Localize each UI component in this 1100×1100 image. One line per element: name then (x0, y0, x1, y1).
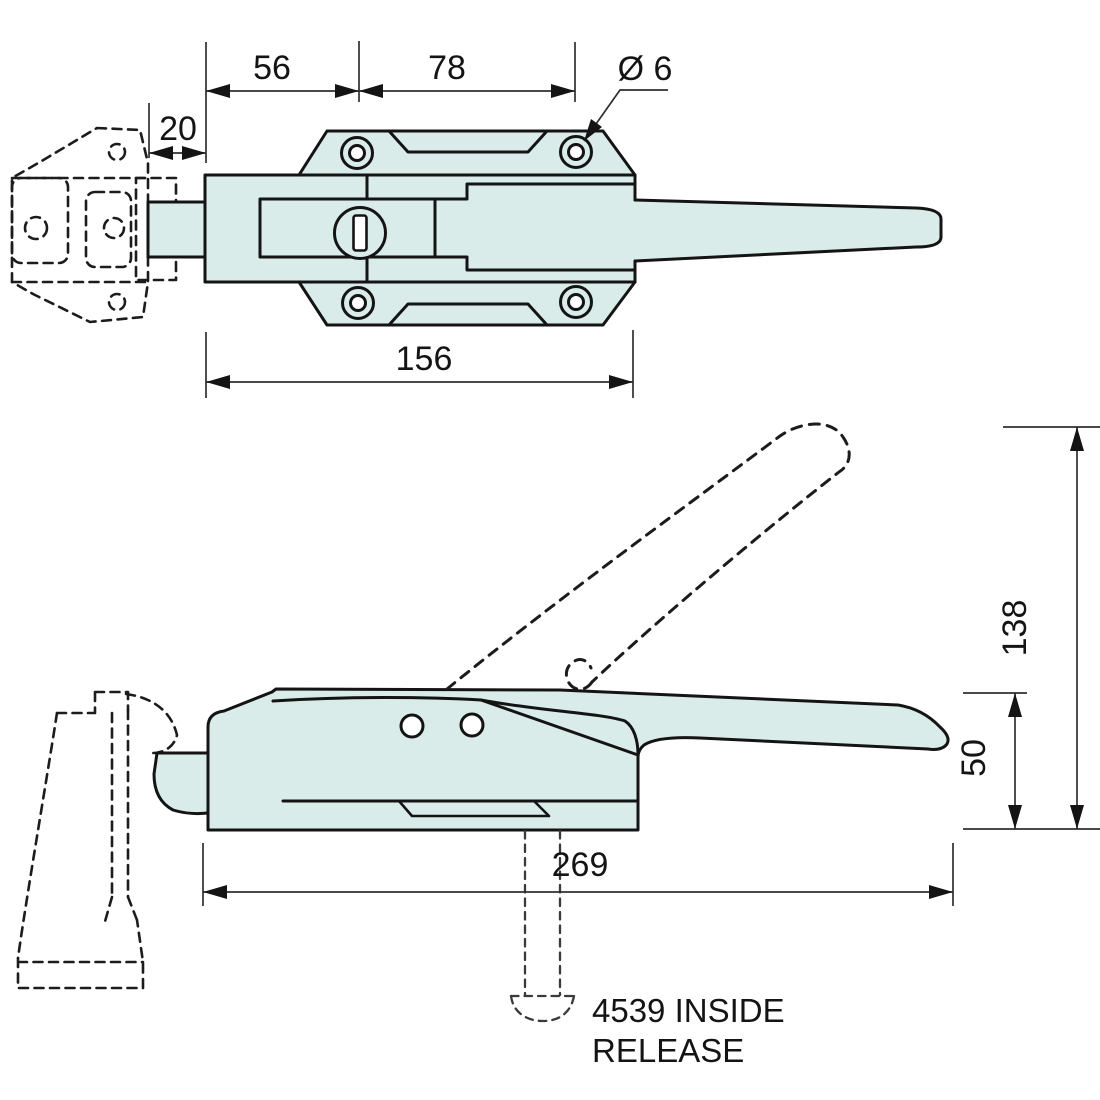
screw-hole (567, 143, 585, 161)
keeper-middle-pad (84, 190, 133, 269)
inside-release-rod (509, 829, 576, 1023)
keeper-hole (102, 216, 126, 240)
dim-label-138: 138 (996, 600, 1034, 657)
keeper-pocket (134, 176, 178, 282)
handle-grip-curl (564, 658, 594, 691)
keeper-ghost-side (16, 690, 179, 990)
side-detail-lines (271, 696, 640, 818)
side-view-dimensions (202, 426, 1100, 906)
keeper-ghost-top (10, 126, 178, 324)
part-note-line2: RELEASE (592, 1032, 744, 1069)
keeper-hole (107, 292, 127, 312)
dim-label-56: 56 (253, 49, 291, 87)
screw-hole (349, 294, 367, 312)
lower-lobe-outline (297, 280, 637, 327)
dim-label-dia6: Ø 6 (618, 50, 673, 88)
upper-lobe-outline (297, 129, 637, 177)
dim-label-78: 78 (428, 49, 466, 87)
arrowheads (149, 84, 633, 389)
part-note-line1: 4539 INSIDE (592, 992, 785, 1029)
upper-pocket (387, 129, 549, 154)
latch-body-top-lines (146, 129, 943, 327)
side-view: 269 50 138 4539 INSIDE RELEASE (16, 422, 1100, 1069)
dim-label-50: 50 (955, 739, 993, 777)
lower-pocket (387, 302, 549, 327)
cam-foot (152, 751, 209, 816)
arrowheads (203, 427, 1084, 899)
keeper-hole (107, 142, 127, 162)
dim-label-156: 156 (396, 340, 453, 378)
pivot-shroud-edge (271, 696, 483, 703)
keeper-hole (23, 215, 49, 241)
screw-hole-rim (340, 136, 374, 170)
top-view: 56 78 Ø 6 20 156 (10, 41, 943, 398)
bolt-housing (258, 182, 637, 272)
handle-top-outline (633, 198, 943, 263)
latch-body-top-fill (148, 131, 941, 325)
base-recess (397, 799, 551, 818)
handle-raised-ghost (445, 422, 851, 691)
keeper-plate-edges (10, 176, 150, 284)
screw-hole-rim (559, 135, 593, 169)
latch-body-side (206, 687, 950, 832)
plate-band-outline (203, 173, 637, 284)
keeper-hook (124, 692, 179, 755)
dim-label-269: 269 (552, 846, 609, 884)
keeper-outline (10, 126, 150, 324)
screw-hole-rim (559, 285, 593, 319)
rod-knob (509, 994, 576, 1023)
key-slot (352, 214, 368, 252)
rivet (399, 713, 425, 739)
keeper-left-pad (10, 176, 70, 265)
pivot-shroud-diagonal (479, 698, 640, 757)
rivet (459, 712, 485, 738)
screw-hole (348, 144, 366, 162)
dim-label-20: 20 (159, 110, 197, 148)
screw-hole (567, 293, 585, 311)
handle-socket-curve (479, 698, 640, 757)
tongue-outline (146, 200, 207, 259)
screw-hole-rim (341, 286, 375, 320)
top-view-dimensions (148, 41, 668, 398)
